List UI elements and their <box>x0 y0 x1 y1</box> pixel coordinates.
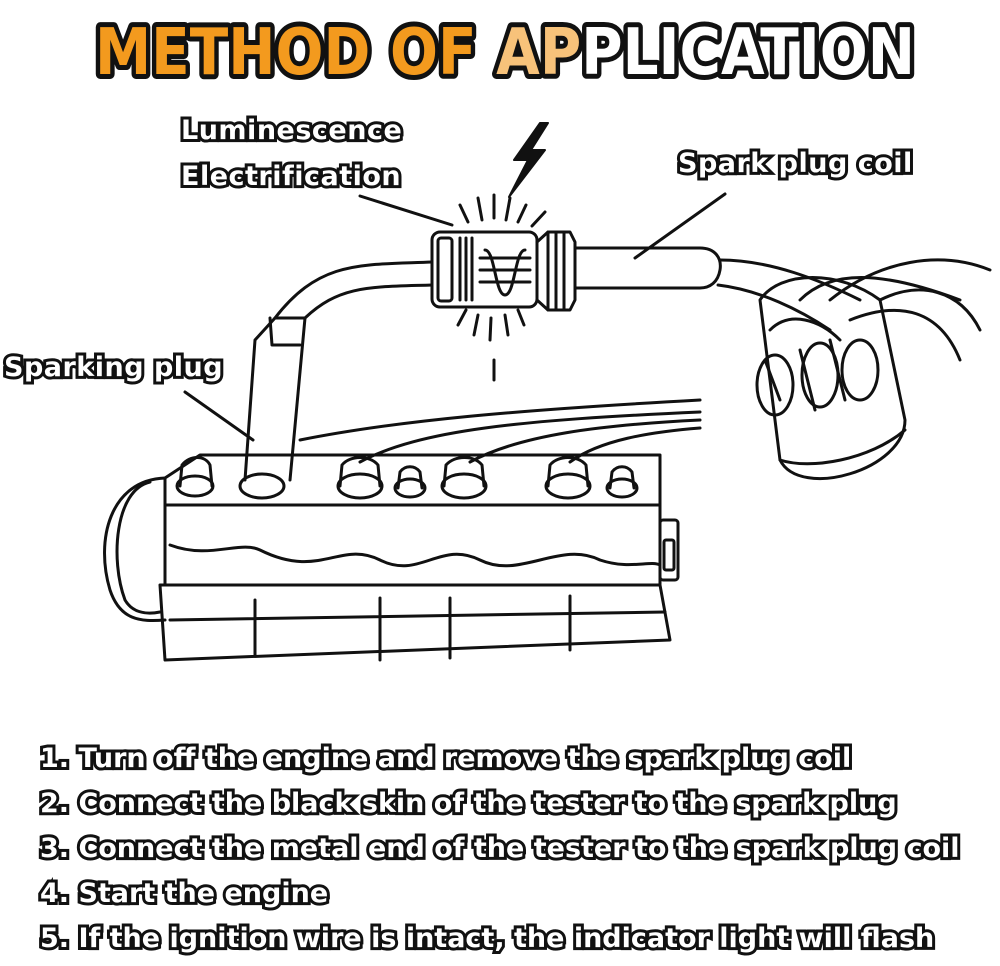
title-part-1: METHOD OF <box>95 16 496 90</box>
page-title: METHOD OF APPLICATION <box>0 2 1000 92</box>
instruction-steps: 1. Turn off the engine and remove the sp… <box>37 736 1000 961</box>
step-item: 4. Start the engine <box>37 875 331 912</box>
spark-plug-boot <box>243 260 434 482</box>
label-electrification: Electrification <box>178 160 404 193</box>
leader-sparking-plug <box>183 390 255 442</box>
step-item: 3. Connect the metal end of the tester t… <box>37 830 963 867</box>
step-item: 1. Turn off the engine and remove the sp… <box>37 740 854 777</box>
svg-text:METHOD OF APPLICATION: METHOD OF APPLICATION <box>95 16 915 90</box>
leader-spark-plug-coil <box>633 192 727 260</box>
engine-block <box>103 398 702 662</box>
lightning-bolt-icon <box>508 122 549 198</box>
engine-diagram <box>103 122 992 662</box>
spark-plug-coil <box>573 246 992 481</box>
title-part-2: AP <box>496 16 581 90</box>
title-part-3: PLICATION <box>581 16 915 90</box>
tester-device <box>430 193 577 382</box>
label-luminescence: Luminescence <box>178 114 405 147</box>
label-sparking-plug: Sparking plug <box>1 351 226 384</box>
leader-electrification <box>358 194 454 227</box>
step-item: 5. If the ignition wire is intact, the i… <box>37 920 937 957</box>
step-item: 2. Connect the black skin of the tester … <box>37 785 900 822</box>
label-spark-plug-coil: Spark plug coil <box>675 147 915 180</box>
